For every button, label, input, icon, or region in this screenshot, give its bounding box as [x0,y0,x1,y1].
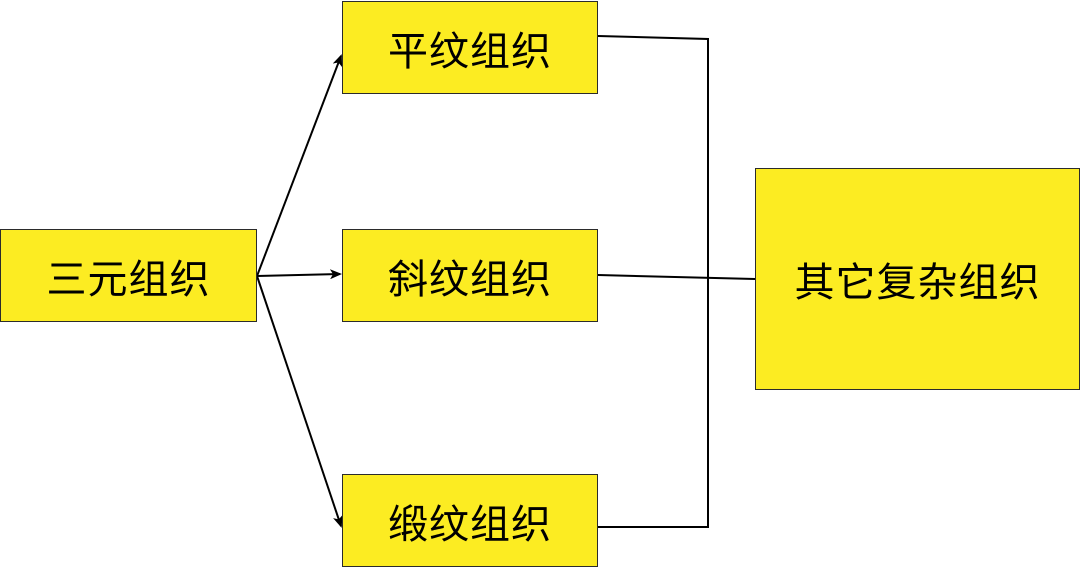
edge-twill-to-complex [597,274,756,280]
edge-root-to-twill [256,269,342,280]
node-root-label: 三元组织 [46,256,211,303]
node-satin-weave-label: 缎纹组织 [388,501,552,548]
node-twill-weave: 斜纹组织 [342,229,598,322]
node-complex-weave-label: 其它复杂组织 [794,260,1041,306]
edge-satin-to-complex [598,278,709,528]
edge-plain-to-complex [597,35,709,278]
node-root: 三元组织 [0,229,257,322]
node-complex-weave: 其它复杂组织 [755,168,1080,390]
edge-root-to-plain [256,54,343,277]
edge-root-to-satin [256,275,343,528]
node-satin-weave: 缎纹组织 [342,474,598,567]
node-plain-weave: 平纹组织 [342,1,598,94]
node-twill-weave-label: 斜纹组织 [388,256,552,303]
node-plain-weave-label: 平纹组织 [388,28,552,75]
